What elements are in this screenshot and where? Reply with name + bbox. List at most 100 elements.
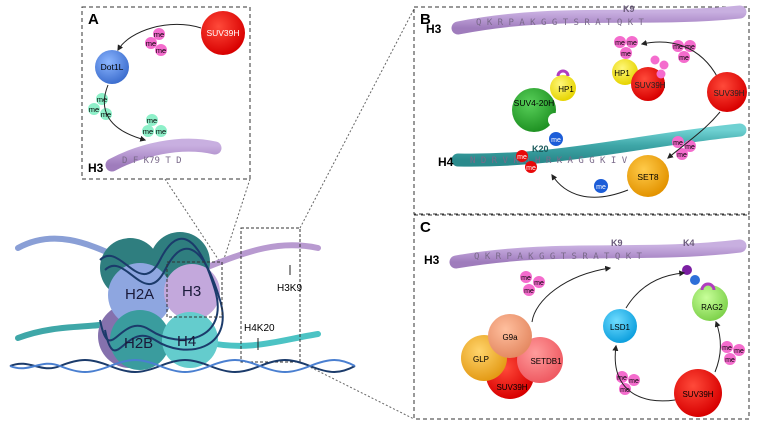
svg-text:me: me	[685, 144, 695, 151]
svg-text:me: me	[156, 46, 166, 55]
arrow-set8-to-k20	[551, 173, 629, 198]
svg-text:me: me	[146, 39, 156, 48]
hp1-a-enzyme	[550, 75, 576, 101]
suv39h-b1-enzyme	[631, 67, 665, 101]
h3-tail-c	[449, 239, 747, 269]
me-cluster-pink: me me me	[145, 28, 167, 56]
svg-text:me: me	[101, 110, 111, 119]
suv420h-complex: SUV4-20H me	[512, 88, 563, 146]
dna-wrap	[104, 247, 224, 352]
h3-c-k9-site: K9	[611, 238, 623, 248]
svg-text:me: me	[97, 95, 107, 104]
linker-dna	[9, 359, 356, 373]
h3-b-sequence: Q K R P A K G G T S R A T Q K T	[476, 18, 645, 28]
h2a-core	[108, 263, 172, 327]
rag2-enzyme	[692, 285, 728, 321]
k4-me-marker	[690, 275, 700, 285]
nucleosome: H2A H3 H2B H4 H3K9 H4K20	[9, 227, 356, 373]
arrow-dot1l-to-k79	[103, 84, 147, 142]
h3-b-k9-site: K9	[623, 4, 635, 14]
svg-text:me: me	[621, 51, 631, 58]
h3-label: H3	[182, 283, 201, 300]
arrow-suv39h-to-set8	[667, 111, 721, 159]
h4-tail	[202, 331, 321, 349]
h3-b-label: H3	[426, 22, 442, 36]
me-cluster-mint-1: me me me	[88, 93, 112, 120]
suv39h-c1-label: SUV39H	[496, 383, 527, 392]
svg-text:me: me	[722, 345, 732, 352]
h2b-core	[110, 310, 170, 370]
suv39h-label: SUV39H	[206, 28, 239, 38]
h2a-label: H2A	[125, 286, 154, 303]
me-marker-blue	[549, 132, 563, 146]
panel-c-label: C	[420, 219, 431, 236]
svg-text:me: me	[521, 275, 531, 282]
arrow-suv39h-to-lsd1	[612, 344, 676, 402]
g9a-enzyme	[488, 314, 532, 358]
svg-text:me: me	[734, 348, 744, 355]
phd-domain	[700, 282, 716, 291]
dot1l-enzyme	[95, 50, 129, 84]
h3-tail-b	[451, 5, 747, 35]
suv39h-b2-enzyme	[707, 72, 747, 112]
svg-text:me: me	[143, 127, 153, 136]
h3-c-sequence: Q K R P A K G G T S R A T Q K T	[474, 252, 643, 262]
me-cluster-pink-c2: me me me	[616, 371, 640, 395]
suv420h-label: SUV4-20H	[514, 98, 555, 108]
me-cluster-mint-2: me me me	[142, 114, 167, 137]
arrow-lsd1-to-k4	[625, 270, 686, 309]
h3-a-sequence: D F K79 T D	[122, 156, 182, 166]
dot1l-label: Dot1L	[101, 62, 124, 72]
svg-text:me: me	[725, 357, 735, 364]
hp1-b-enzyme	[612, 59, 638, 85]
panel-b: B Q K R P A K G G T S R A T Q K T K9 H3 …	[413, 4, 750, 215]
setdb1-enzyme	[517, 337, 563, 383]
me-cluster-pink-b: me me me	[672, 40, 696, 63]
suv39h-b1-label: SUV39H	[634, 81, 665, 90]
me-cluster-pink-c1: me me me	[520, 271, 545, 296]
panel-c: C Q K R P A K G G T S R A T Q K T K9 K4 …	[413, 214, 750, 420]
svg-text:me: me	[526, 165, 536, 172]
arrow-g9a-to-k9	[531, 265, 612, 323]
k20-me-cluster: me me	[516, 150, 537, 173]
hp1-right: HP1	[612, 59, 638, 85]
dna-wrap	[99, 237, 219, 342]
h3k9-label: H3K9	[277, 283, 302, 294]
svg-text:me: me	[147, 116, 157, 125]
binding-pocket	[548, 113, 562, 127]
svg-text:me: me	[551, 137, 561, 144]
chromodomain	[556, 69, 570, 77]
me-cluster-small-b	[650, 55, 669, 79]
panel-a: A SUV39H me me me Dot1L me me me me me m…	[81, 6, 251, 180]
h3-tail-a	[105, 138, 222, 172]
panel-b-frame	[413, 6, 750, 215]
me-marker-blue-2	[594, 179, 608, 193]
h3-core	[164, 264, 220, 320]
panel-b-label: B	[420, 11, 431, 28]
svg-text:me: me	[685, 44, 695, 51]
hp1-b-label: HP1	[614, 69, 630, 78]
suv39h-c2-label: SUV39H	[682, 390, 713, 399]
lsd1-enzyme	[603, 309, 637, 343]
h3-c-k4-site: K4	[683, 238, 695, 248]
g9a-label: G9a	[502, 333, 518, 342]
guide-line	[299, 361, 415, 420]
h4-tail-b	[451, 123, 747, 167]
svg-text:me: me	[677, 152, 687, 159]
guide-line	[299, 8, 415, 229]
svg-text:me: me	[524, 288, 534, 295]
suv39h-enzyme	[201, 11, 245, 55]
svg-text:me: me	[89, 105, 99, 114]
guide-line	[221, 178, 251, 266]
svg-text:me: me	[596, 184, 606, 191]
svg-text:me: me	[629, 378, 639, 385]
suv39h-b2-label: SUV39H	[713, 89, 744, 98]
set8-enzyme	[627, 155, 669, 197]
svg-text:me: me	[617, 375, 627, 382]
zoom-box-a	[166, 261, 223, 318]
h4-b-label: H4	[438, 155, 454, 169]
suv420h-enzyme	[512, 88, 556, 132]
me-cluster-pink-c3: me me me	[721, 341, 745, 365]
arrow-suv39h-to-rag2	[714, 320, 721, 373]
svg-text:me: me	[615, 40, 625, 47]
